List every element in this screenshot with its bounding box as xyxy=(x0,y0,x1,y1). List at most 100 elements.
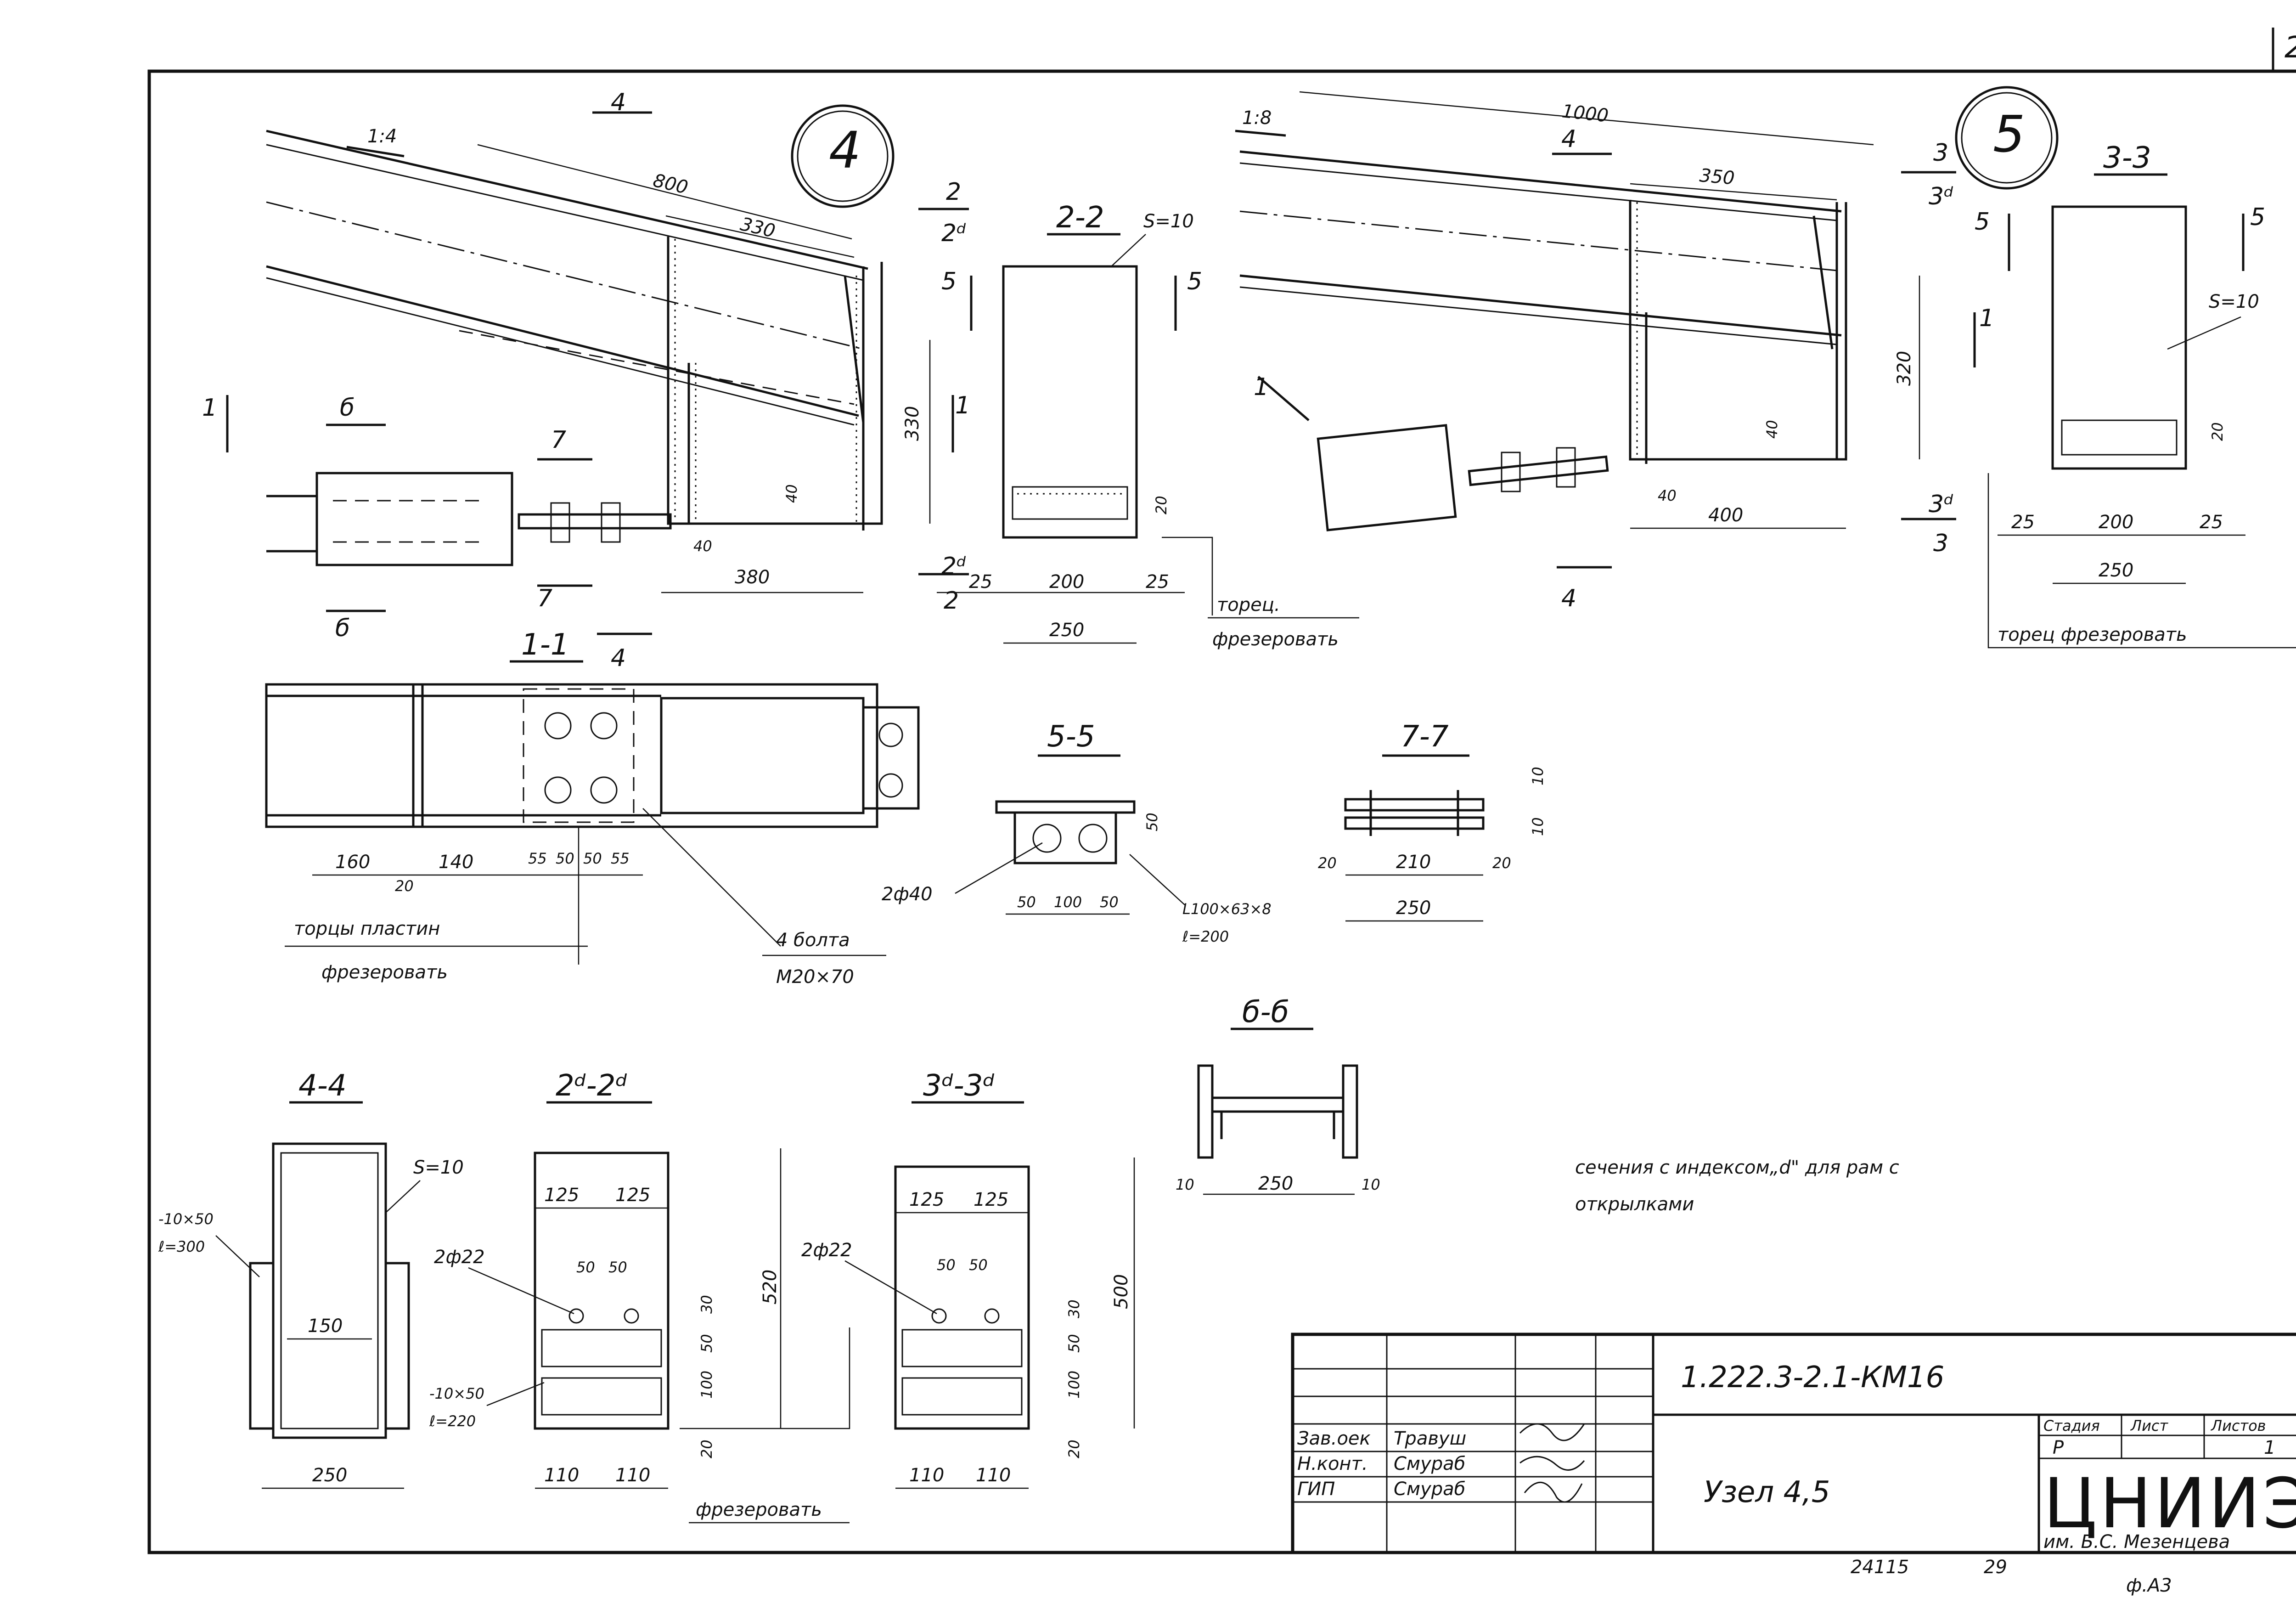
tb-name-1: Травуш xyxy=(1394,1428,1466,1449)
section-3a-3a-title: 3ᵈ-3ᵈ xyxy=(923,1069,995,1103)
index-note-line-2: открылками xyxy=(1575,1194,1694,1215)
mill-end-full-label: торец фрезеровать xyxy=(1998,624,2187,645)
holes-22-3a-label: 2ф22 xyxy=(801,1240,852,1261)
girder-bottom-chord xyxy=(266,265,859,417)
dim-25-r-n5: 25 xyxy=(2200,512,2223,533)
section-2a-2a-hole-2 xyxy=(624,1308,639,1324)
holes-40-label: 2ф40 xyxy=(882,884,933,905)
marker-7-bottom: 7 xyxy=(537,585,552,612)
holes-22-label: 2ф22 xyxy=(434,1247,485,1268)
marker-5-left: 5 xyxy=(941,268,957,295)
bolts-leader xyxy=(642,808,781,947)
girder-axis xyxy=(266,201,864,350)
section-3a-3a-hole-1 xyxy=(931,1308,947,1324)
plan-bolt-2 xyxy=(590,712,618,740)
marker-2a: 2ᵈ xyxy=(941,220,966,247)
dim-30-2a: 30 xyxy=(698,1295,715,1314)
sheet-title: Узел 4,5 xyxy=(1704,1475,1830,1509)
section-6-6-flange-l xyxy=(1197,1064,1214,1159)
dim-10-66r: 10 xyxy=(1362,1176,1380,1193)
tb-stage-header: Стадия xyxy=(2043,1417,2100,1434)
strip2-leader xyxy=(486,1382,545,1406)
tb-name-2: Смураб xyxy=(1394,1453,1465,1474)
marker-5-n5-right: 5 xyxy=(2250,203,2265,231)
section-4-4-strip-l xyxy=(249,1262,275,1430)
slope-label-1: 1:4 xyxy=(367,126,397,147)
section-7-7-bottom-plate xyxy=(1344,816,1485,830)
dim-125-b: 125 xyxy=(615,1185,650,1206)
dim-400: 400 xyxy=(1708,505,1743,526)
dim-125-3a-b: 125 xyxy=(974,1189,1008,1210)
dim-50-v: 50 xyxy=(1143,813,1161,831)
mill-leader xyxy=(1162,536,1213,615)
section-2-2-leader xyxy=(1111,234,1146,267)
dim-10-77a: 10 xyxy=(1529,767,1547,785)
strip1-leader xyxy=(215,1235,260,1277)
tb-stage: Р xyxy=(2053,1437,2064,1458)
bolts-size: М20×70 xyxy=(776,966,854,988)
section-6-6-title: б-б xyxy=(1242,995,1289,1029)
dim-110-3a-b: 110 xyxy=(976,1465,1011,1486)
girder-top-chord xyxy=(266,130,868,270)
plate-ends-label: торцы пластин xyxy=(294,918,440,939)
marker-1-right: 1 xyxy=(955,392,970,419)
dim-110-3a-a: 110 xyxy=(909,1465,944,1486)
section-3a-3a-plate xyxy=(894,1165,1030,1430)
mill-end-label: торец. xyxy=(1217,594,1280,615)
section-5-5-title: 5-5 xyxy=(1047,720,1095,754)
index-note-line-1: сечения с индексом„d" для рам с xyxy=(1575,1157,1899,1178)
dim-350-line xyxy=(1630,183,1837,201)
dim-20-3a-v: 20 xyxy=(1065,1440,1083,1458)
dim-20-n5: 20 xyxy=(2209,422,2226,441)
dim-800: 800 xyxy=(651,170,690,198)
section-2-2: 2-2 S=10 5 5 25 200 25 250 20 торец. фре… xyxy=(937,201,1359,650)
beam-bracket xyxy=(315,472,513,566)
tb-role-2: Н.конт. xyxy=(1297,1453,1368,1474)
section-4-4-outer xyxy=(272,1142,387,1439)
section-2a-2a-slot-1 xyxy=(541,1329,662,1367)
node5-bolt-2 xyxy=(1556,447,1576,488)
dim-50-a: 50 xyxy=(556,850,574,867)
plan-bolt-1 xyxy=(544,712,572,740)
dim-1000-line xyxy=(1299,91,1874,146)
marker-3a-top: 3ᵈ xyxy=(1929,183,1953,210)
section-2a-2a: 2ᵈ-2ᵈ 125 125 50 50 2ф22 -10×50 ℓ=220 52… xyxy=(429,1069,850,1524)
section-7-7-top-plate xyxy=(1344,798,1485,812)
end-plate-bevel xyxy=(844,275,865,423)
tb-role-3: ГИП xyxy=(1297,1479,1335,1500)
bolt-2 xyxy=(601,502,621,543)
section-3a-3a-slot-1 xyxy=(901,1329,1023,1367)
plan-bolt-4 xyxy=(590,776,618,804)
dim-800-line xyxy=(477,144,852,240)
dim-40-left: 40 xyxy=(693,537,712,555)
section-3a-3a-hole-2 xyxy=(984,1308,1000,1324)
dim-200-n5: 200 xyxy=(2099,512,2133,533)
dim-55-l: 55 xyxy=(528,850,547,867)
marker-6-bottom: б xyxy=(335,615,350,642)
dim-380: 380 xyxy=(735,567,770,588)
section-6-6-flange-r xyxy=(1342,1064,1358,1159)
section-4-4-inner xyxy=(280,1152,379,1429)
dim-110-b: 110 xyxy=(615,1465,650,1486)
dim-250-n5: 250 xyxy=(2099,560,2133,581)
dim-100-2a-v: 100 xyxy=(698,1371,715,1399)
org-logo: ЦНИИЭП xyxy=(2043,1464,2296,1544)
dim-20-77l: 20 xyxy=(1318,854,1337,872)
index-note: сечения с индексом„d" для рам с открылка… xyxy=(1575,1157,1899,1215)
marker-1-n5-arrow xyxy=(1257,376,1310,421)
mill-end-leader-n5 xyxy=(1987,473,2296,649)
marker-6-top: б xyxy=(340,394,355,422)
dim-110-a: 110 xyxy=(544,1465,579,1486)
dim-55-r: 55 xyxy=(611,850,630,867)
plan-end-hole-1 xyxy=(878,723,903,747)
section-5-5-hole-2 xyxy=(1078,824,1108,853)
title-block: Зав.оек Н.конт. ГИП Травуш Смураб Смураб… xyxy=(1291,1333,2296,1554)
dim-10-66l: 10 xyxy=(1176,1176,1194,1193)
holes-22-3a-leader xyxy=(844,1260,937,1315)
plan-bolt-3 xyxy=(544,776,572,804)
holes-40-leader xyxy=(955,842,1043,894)
dim-100-3a-v: 100 xyxy=(1065,1371,1083,1399)
marker-3-top: 3 xyxy=(1933,139,1948,167)
node-4-circle-inner xyxy=(797,110,889,202)
girder5-axis xyxy=(1239,210,1842,272)
